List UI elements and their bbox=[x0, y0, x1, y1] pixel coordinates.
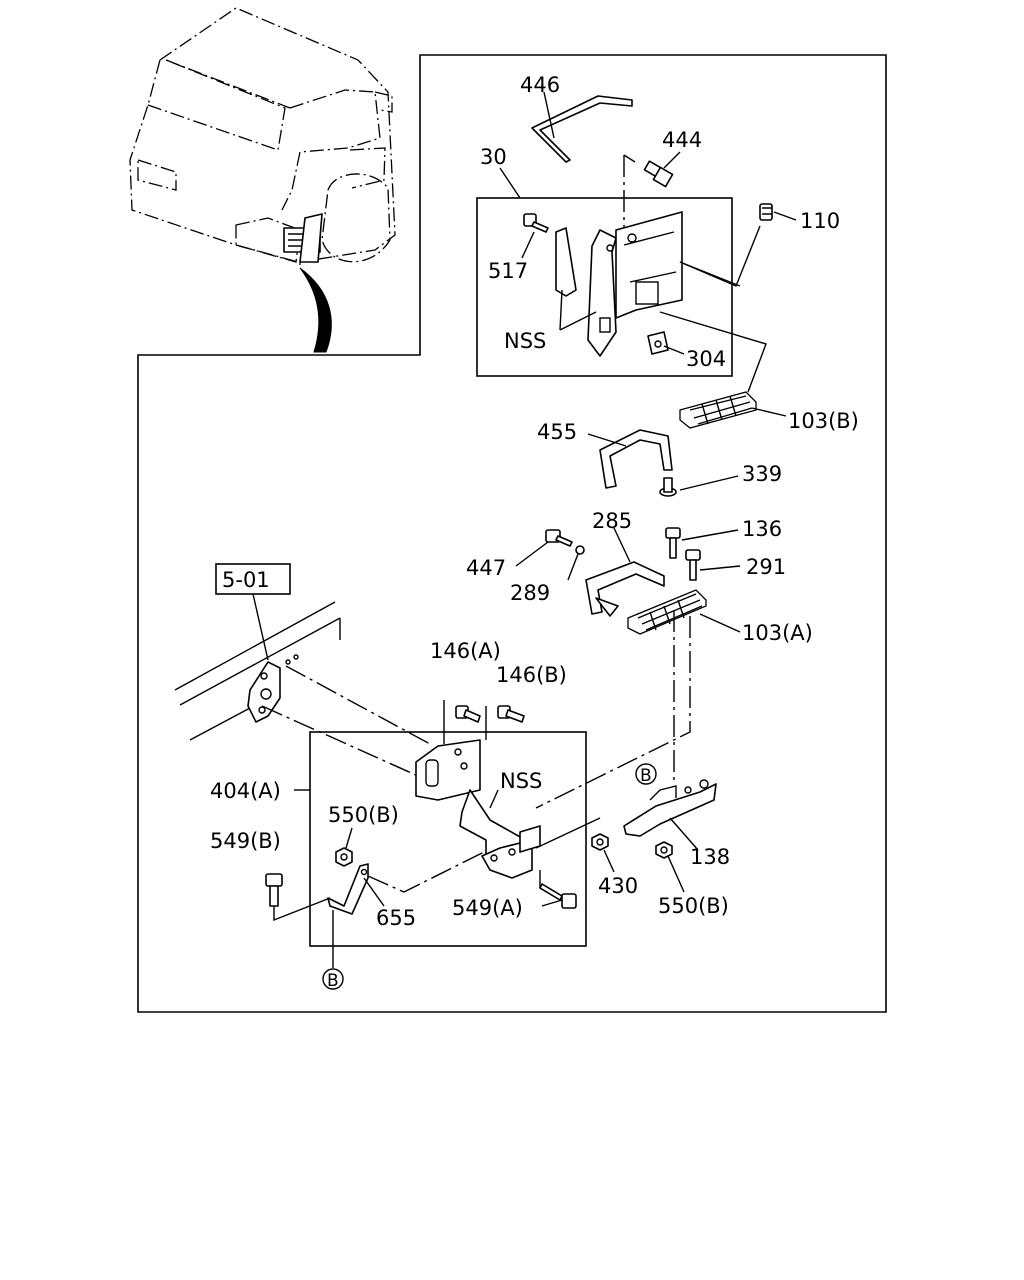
circle-b-bottom-letter: B bbox=[327, 971, 339, 991]
nut-550b-left bbox=[335, 847, 353, 867]
label-549a: 549(A) bbox=[452, 896, 523, 920]
label-103b: 103(B) bbox=[788, 409, 859, 433]
bolt-549b bbox=[265, 873, 283, 907]
bolt-291 bbox=[685, 549, 701, 581]
diagram-frame bbox=[137, 54, 887, 1013]
label-30: 30 bbox=[480, 145, 507, 169]
label-136: 136 bbox=[742, 517, 782, 541]
label-110: 110 bbox=[800, 209, 840, 233]
ref-label-5-01: 5-01 bbox=[222, 568, 270, 592]
pin-339 bbox=[659, 477, 677, 497]
label-138: 138 bbox=[690, 845, 730, 869]
circle-b-marker-right bbox=[635, 763, 657, 785]
step-tread-103b bbox=[679, 391, 757, 429]
label-285: 285 bbox=[592, 509, 632, 533]
label-146b: 146(B) bbox=[496, 663, 567, 687]
label-444: 444 bbox=[662, 128, 702, 152]
bracket-455 bbox=[599, 429, 673, 489]
bracket-655 bbox=[327, 863, 369, 915]
label-550b-left: 550(B) bbox=[328, 803, 399, 827]
label-404a: 404(A) bbox=[210, 779, 281, 803]
chassis-frame-rail bbox=[174, 601, 341, 741]
label-430: 430 bbox=[598, 874, 638, 898]
label-146a: 146(A) bbox=[430, 639, 501, 663]
step-tread-103a bbox=[627, 589, 707, 635]
bolt-517 bbox=[523, 213, 549, 233]
label-304: 304 bbox=[686, 347, 726, 371]
bracket-285 bbox=[585, 561, 665, 617]
nut-430 bbox=[591, 833, 609, 851]
inset-pointer bbox=[299, 267, 332, 353]
label-447: 447 bbox=[466, 556, 506, 580]
label-549b: 549(B) bbox=[210, 829, 281, 853]
clip-304 bbox=[647, 331, 669, 355]
label-455: 455 bbox=[537, 420, 577, 444]
label-289: 289 bbox=[510, 581, 550, 605]
label-nss-lower: NSS bbox=[500, 769, 542, 793]
washer-289 bbox=[575, 545, 585, 555]
circle-b-right-letter: B bbox=[640, 766, 652, 786]
label-339: 339 bbox=[742, 462, 782, 486]
bolt-146a bbox=[455, 705, 481, 723]
label-446: 446 bbox=[520, 73, 560, 97]
bolt-444 bbox=[643, 160, 674, 188]
bolt-447 bbox=[545, 529, 573, 547]
label-550b-right: 550(B) bbox=[658, 894, 729, 918]
upper-assembly-box bbox=[476, 197, 733, 377]
label-655: 655 bbox=[376, 906, 416, 930]
bolt-136 bbox=[665, 527, 681, 559]
truck-cab-inset bbox=[129, 7, 396, 353]
step-bracket-404a bbox=[415, 739, 541, 879]
label-103a: 103(A) bbox=[742, 621, 813, 645]
lower-assembly-box bbox=[309, 731, 587, 947]
circle-b-marker-bottom bbox=[322, 968, 344, 990]
label-291: 291 bbox=[746, 555, 786, 579]
label-517: 517 bbox=[488, 259, 528, 283]
step-bracket-nss bbox=[555, 211, 683, 357]
bolt-110 bbox=[759, 203, 773, 221]
label-nss-upper: NSS bbox=[504, 329, 546, 353]
rod-446 bbox=[531, 95, 633, 163]
nut-550b-right bbox=[655, 841, 673, 859]
step-cover-138 bbox=[623, 779, 717, 837]
bolt-146b bbox=[497, 705, 525, 723]
